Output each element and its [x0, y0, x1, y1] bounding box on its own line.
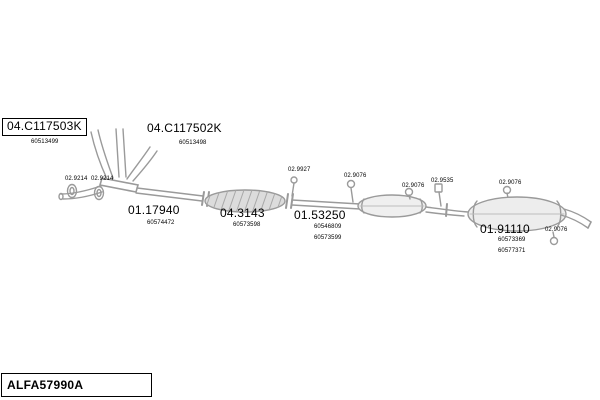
fastener-label-029076[interactable]: 02.9076: [344, 173, 367, 179]
intermediate-pipe-icon: [291, 199, 361, 210]
part-number: 60573599: [314, 235, 342, 241]
fastener-label-029927[interactable]: 02.9927: [288, 167, 311, 173]
part-label-043143[interactable]: 04.3143: [220, 206, 265, 220]
fastener-label-029535[interactable]: 02.9535: [431, 178, 454, 184]
clamp-icon: [285, 176, 298, 209]
part-label-0153250[interactable]: 01.53250: [294, 208, 346, 222]
part-number: 60573369: [498, 237, 526, 243]
fastener-label-029076[interactable]: 02.9076: [499, 180, 522, 186]
rear-muffler-icon: [467, 196, 567, 232]
fastener-label-029214[interactable]: 02.9214: [91, 176, 114, 182]
center-muffler-icon: [357, 194, 427, 218]
fastener-label-029076[interactable]: 02.9076: [545, 227, 568, 233]
part-label-04C117503K[interactable]: 04.C117503K: [2, 118, 87, 137]
tailpipe-icon: [560, 208, 592, 229]
hanger-icon: [549, 231, 559, 246]
bracket-icon: [434, 183, 443, 207]
part-number: 60574472: [147, 220, 175, 226]
gasket-ring-icon: [66, 183, 78, 199]
part-number: 60546809: [314, 224, 342, 230]
part-label-0117940[interactable]: 01.17940: [128, 203, 180, 217]
drawing-number-box: ALFA57990A: [1, 373, 152, 397]
manifold-downpipes-icon: [90, 128, 158, 193]
hanger-icon: [404, 187, 414, 200]
drawing-number: ALFA57990A: [7, 378, 84, 392]
rear-pipe-icon: [425, 203, 469, 217]
gasket-ring-icon: [93, 185, 105, 201]
part-label-04C117502K[interactable]: 04.C117502K: [147, 121, 222, 135]
fastener-label-029076[interactable]: 02.9076: [402, 183, 425, 189]
fastener-label-029214[interactable]: 02.9214: [65, 176, 88, 182]
part-number: 60577371: [498, 248, 526, 254]
part-number: 60573598: [233, 222, 261, 228]
part-number: 60513498: [179, 140, 207, 146]
part-number: 60513499: [31, 139, 59, 145]
hanger-icon: [346, 179, 356, 203]
hanger-icon: [502, 185, 512, 199]
part-label-0191110[interactable]: 01.91110: [480, 222, 530, 236]
